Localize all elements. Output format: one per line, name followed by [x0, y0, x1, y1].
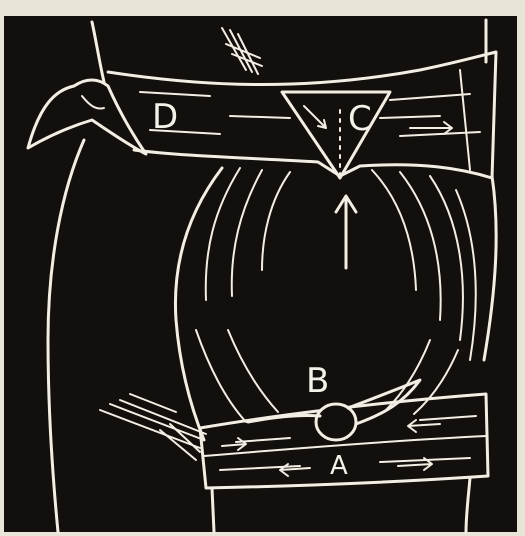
lower-knot: [316, 404, 356, 440]
label-a: A: [330, 451, 348, 481]
label-b: B: [306, 361, 329, 401]
label-c: C: [348, 99, 372, 139]
forearm-outline: [212, 488, 214, 532]
label-d: D: [152, 97, 178, 137]
